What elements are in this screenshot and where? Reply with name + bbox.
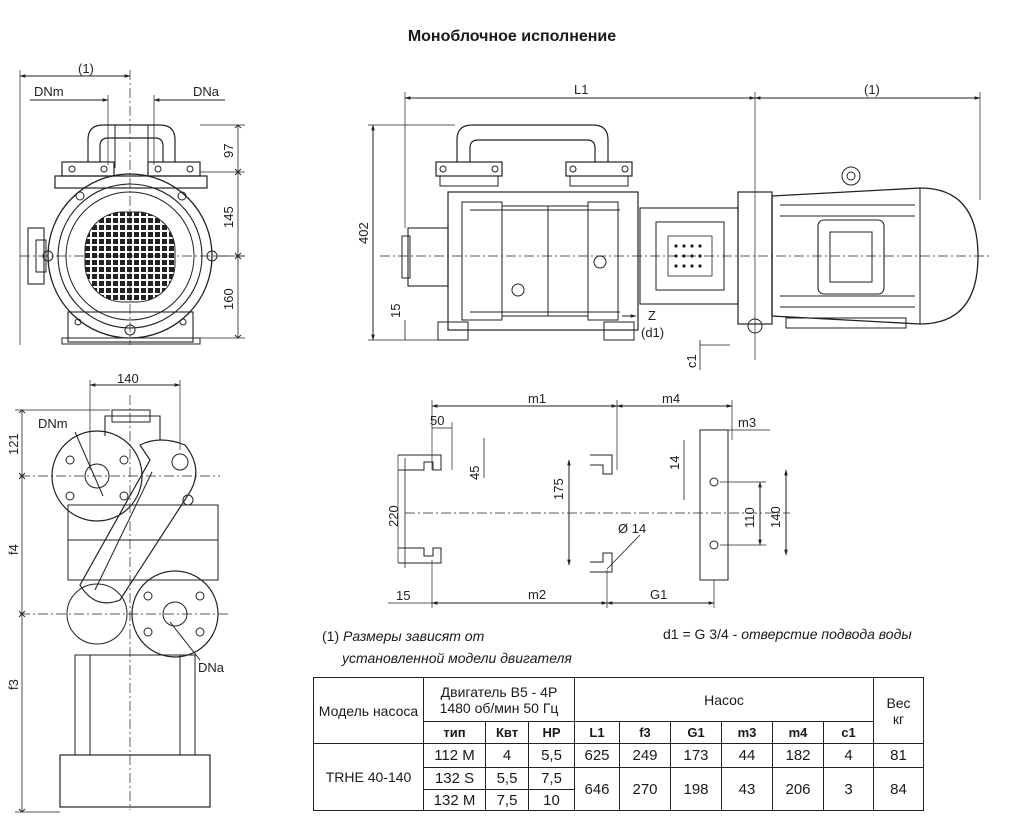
- cell-weight: 84: [873, 767, 924, 811]
- note-d1: d1 = G 3/4 - отверстие подвода воды: [663, 626, 912, 642]
- dim-base-14: 14: [667, 456, 682, 470]
- front-view-labels: (1) DNm DNa 97 145 160: [34, 61, 236, 310]
- note-1-line1: Размеры зависят от: [343, 628, 485, 644]
- cell-m4: 182: [772, 743, 824, 768]
- col-c1: c1: [823, 721, 874, 744]
- drawing-title: Моноблочное исполнение: [407, 28, 617, 45]
- cell-hp: 10: [528, 789, 575, 811]
- top-view: [15, 380, 230, 813]
- dim-base-m4: m4: [662, 391, 680, 406]
- dim-base-50: 50: [430, 413, 444, 428]
- cell-m4: 206: [772, 767, 824, 811]
- side-view: [368, 92, 990, 370]
- col-g1: G1: [670, 721, 722, 744]
- dim-top-f3: f3: [6, 679, 21, 690]
- dim-base-dia14: Ø 14: [618, 521, 646, 536]
- dim-side-d1: (d1): [641, 325, 664, 340]
- dim-top-dna: DNa: [198, 660, 225, 675]
- dim-top-121: 121: [6, 433, 21, 455]
- col-type: тип: [423, 721, 486, 744]
- header-weight-line2: кг: [892, 710, 905, 727]
- base-plate-labels: m1 m4 m3 50 45 175 220 15 14 110 140 Ø 1…: [386, 391, 783, 603]
- dim-base-m3: m3: [738, 415, 756, 430]
- col-f3: f3: [619, 721, 671, 744]
- dim-top-dnm: DNm: [38, 416, 68, 431]
- cell-hp: 7,5: [528, 767, 575, 790]
- dim-base-110: 110: [742, 507, 757, 528]
- dim-side-c1: c1: [684, 354, 699, 368]
- note-1-cont: установленной модели двигателя: [342, 650, 572, 666]
- dim-front-160: 160: [221, 288, 236, 310]
- dim-base-g1: G1: [650, 587, 667, 602]
- dim-base-140: 140: [768, 506, 783, 528]
- cell-m3: 43: [721, 767, 773, 811]
- col-m4: m4: [772, 721, 824, 744]
- col-l1: L1: [574, 721, 620, 744]
- dim-side-15: 15: [388, 304, 403, 318]
- dim-side-1: (1): [864, 82, 880, 97]
- cell-c1: 4: [823, 743, 874, 768]
- front-view: [19, 70, 245, 345]
- cell-f3: 249: [619, 743, 671, 768]
- side-view-labels: L1 (1) 402 15 Z (d1) c1: [356, 82, 880, 368]
- cell-kw: 4: [485, 743, 529, 768]
- spec-table: Модель насоса Двигатель B5 - 4P 1480 об/…: [313, 677, 924, 811]
- col-hp: HP: [528, 721, 575, 744]
- cell-g1: 173: [670, 743, 722, 768]
- dim-base-175: 175: [551, 478, 566, 500]
- note-1-line2: установленной модели двигателя: [342, 650, 572, 666]
- table-row: 132 M 7,5 10: [314, 789, 924, 811]
- header-motor-line2: 1480 об/мин 50 Гц: [439, 699, 559, 716]
- col-m3: m3: [721, 721, 773, 744]
- table-row: 132 S 5,5 7,5 646 270 198 43 206 3 84: [314, 767, 924, 811]
- cell-l1: 625: [574, 743, 620, 768]
- dim-base-220: 220: [386, 505, 401, 527]
- header-weight-line1: Вес: [886, 694, 911, 711]
- cell-type: 112 M: [423, 743, 486, 768]
- dim-front-97: 97: [221, 144, 236, 158]
- dim-side-z: Z: [648, 308, 656, 323]
- cell-kw: 5,5: [485, 767, 529, 790]
- dim-front-dna: DNa: [193, 84, 220, 99]
- cell-type: 132 M: [423, 789, 486, 811]
- table-row: TRHE 40-140 112 M 4 5,5 625 249 173 44 1…: [313, 743, 924, 811]
- dim-side-402: 402: [356, 222, 371, 244]
- dim-base-15: 15: [396, 588, 410, 603]
- header-motor: Двигатель B5 - 4P 1480 об/мин 50 Гц: [423, 677, 575, 722]
- note-d1-text: отверстие подвода воды: [741, 626, 912, 642]
- header-motor-line1: Двигатель B5 - 4P: [440, 683, 558, 700]
- dim-top-140: 140: [117, 371, 139, 386]
- note-1: (1) Размеры зависят от: [322, 628, 484, 644]
- cell-f3: 270: [619, 767, 671, 811]
- dim-side-l1: L1: [574, 82, 588, 97]
- col-kw: Квт: [485, 721, 529, 744]
- cell-l1: 646: [574, 767, 620, 811]
- dim-base-m1: m1: [528, 391, 546, 406]
- top-view-labels: 140 121 f4 f3 DNm DNa: [6, 371, 225, 690]
- cell-type: 132 S: [423, 767, 486, 790]
- header-pump: Насос: [574, 677, 874, 722]
- header-model: Модель насоса: [313, 677, 424, 744]
- note-d1-prefix: d1 = G 3/4 -: [663, 626, 738, 642]
- cell-model: TRHE 40-140: [313, 743, 424, 811]
- header-weight: Вес кг: [873, 677, 924, 744]
- dim-front-dnm: DNm: [34, 84, 64, 99]
- cell-weight: 81: [873, 743, 924, 768]
- cell-m3: 44: [721, 743, 773, 768]
- dim-base-45: 45: [467, 466, 482, 480]
- dim-front-1: (1): [78, 61, 94, 76]
- base-plate-view: [388, 400, 790, 608]
- cell-g1: 198: [670, 767, 722, 811]
- dim-top-f4: f4: [6, 544, 21, 555]
- note-1-marker: (1): [322, 628, 340, 644]
- dim-base-m2: m2: [528, 587, 546, 602]
- cell-hp: 5,5: [528, 743, 575, 768]
- cell-c1: 3: [823, 767, 874, 811]
- cell-kw: 7,5: [485, 789, 529, 811]
- dim-front-145: 145: [221, 206, 236, 228]
